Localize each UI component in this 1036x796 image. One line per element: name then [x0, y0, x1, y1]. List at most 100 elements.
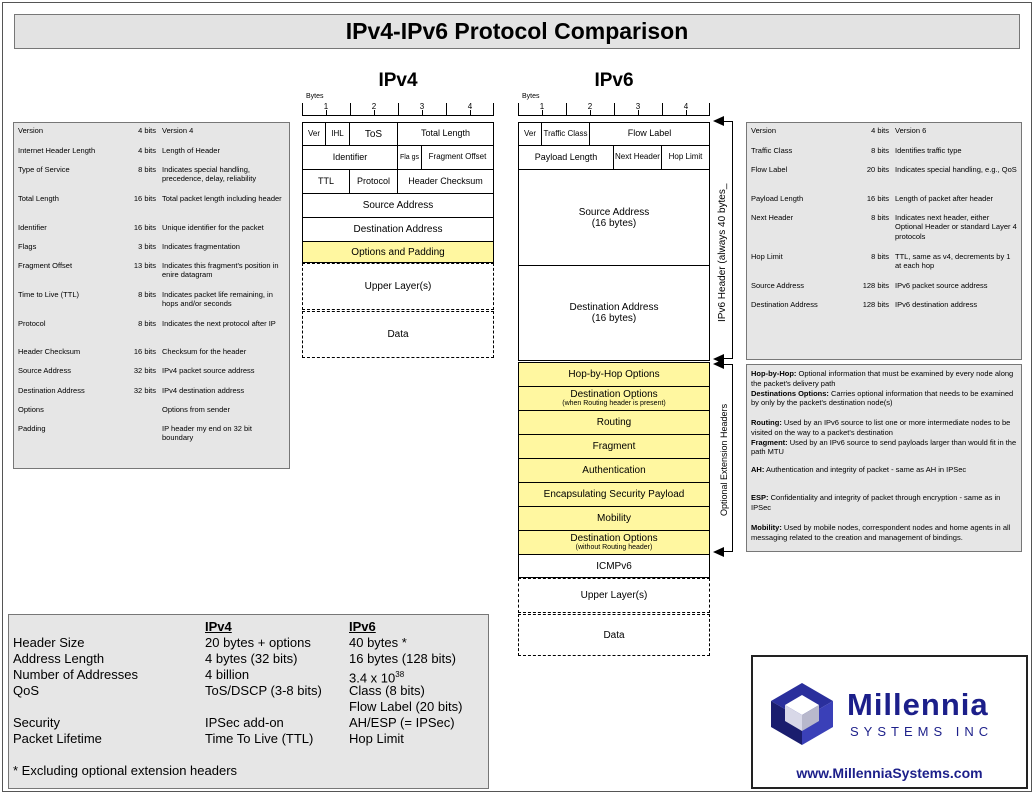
logo-url-link[interactable]: www.MillenniaSystems.com: [796, 765, 983, 781]
ext-note: Mobility: Used by mobile nodes, correspo…: [751, 523, 1017, 543]
ext-headers-bracket-label: Optional Extension Headers: [719, 403, 729, 516]
comparison-ipv4-value-text: 20 bytes + options: [205, 635, 311, 650]
comparison-ipv6-value-text: 3.4 x 10: [349, 670, 396, 686]
field-bits: 8 bits: [871, 213, 889, 222]
ipv6-destination-address-label: Destination Address: [569, 302, 659, 313]
comparison-ipv6-value: 40 bytes *: [349, 635, 407, 651]
ipv6-header-bracket-label: IPv6 Header (always 40 bytes_: [717, 183, 728, 322]
dest-options-label: Destination Options: [570, 389, 658, 401]
ipv6-source-address-label: Source Address: [578, 206, 650, 218]
comparison-ipv4-value-text: IPSec add-on: [205, 715, 284, 730]
field-description: Checksum for the header: [162, 347, 247, 356]
ipv6-esp-cell: Encapsulating Security Payload: [518, 482, 710, 507]
note-term: Mobility:: [751, 523, 782, 532]
ipv6-source-address-size: (16 bytes): [591, 217, 637, 229]
ipv4-data-cell: Data: [302, 311, 494, 358]
comparison-row-label: Number of Addresses: [13, 667, 138, 683]
byte-number: 1: [539, 102, 545, 111]
field-bits: 16 bits: [133, 347, 156, 356]
ext-note: AH: Authentication and integrity of pack…: [751, 465, 1017, 475]
field-description: IPv4 packet source address: [162, 366, 255, 375]
ipv6-ver-cell: Ver: [518, 122, 542, 146]
comparison-row-label: Packet Lifetime: [13, 731, 102, 747]
field-bits: 8 bits: [871, 146, 889, 155]
field-name: Version: [18, 126, 44, 135]
ext-note: Routing: Used by an IPv6 source to list …: [751, 418, 1017, 457]
field-description: Indicates packet life remaining, in hops…: [162, 290, 273, 309]
ext-headers-bracket: [720, 364, 733, 552]
note-term: Destinations Options:: [751, 388, 829, 398]
ipv4-upper-layers-cell: Upper Layer(s): [302, 263, 494, 310]
comparison-ipv6-value: Class (8 bits): [349, 683, 425, 699]
ipv4-heading: IPv4: [378, 70, 418, 91]
comparison-ipv6-value-text: 16 bytes (128 bits): [349, 651, 456, 666]
ipv6-authentication-cell: Authentication: [518, 458, 710, 483]
logo-box: Millennia SYSTEMS INC www.MillenniaSyste…: [751, 655, 1028, 789]
field-description: Unique identifier for the packet: [162, 223, 264, 232]
field-bits: 16 bits: [866, 194, 889, 203]
comparison-panel: [8, 614, 489, 789]
comparison-ipv4-value-text: 4 billion: [205, 667, 250, 682]
note-text: Optional information that must be examin…: [751, 369, 1014, 388]
comparison-ipv6-value: 16 bytes (128 bits): [349, 651, 456, 667]
ipv6-source-address-cell: Source Address (16 bytes): [518, 169, 710, 266]
ipv4-bytes-label: Bytes: [306, 93, 324, 100]
byte-number: 3: [419, 102, 425, 111]
comparison-row-label-text: Packet Lifetime: [13, 731, 102, 746]
ipv6-heading: IPv6: [594, 70, 634, 91]
field-description: Version 6: [895, 126, 927, 135]
field-description: TTL, same as v4, decrements by 1 at each…: [895, 252, 1011, 271]
field-bits: 128 bits: [862, 281, 889, 290]
comparison-ipv4-value: Time To Live (TTL): [205, 731, 313, 747]
comparison-ipv6-value-text: Hop Limit: [349, 731, 404, 746]
comparison-ipv4-value: 4 bytes (32 bits): [205, 651, 298, 667]
field-description: Indicates the next protocol after IP: [162, 319, 276, 328]
comparison-col-ipv6: IPv6: [349, 619, 376, 634]
field-bits: 32 bits: [133, 386, 156, 395]
field-bits: 32 bits: [133, 366, 156, 375]
comparison-row-label-text: Address Length: [13, 651, 105, 666]
ipv4-fragment-offset-cell: Fragment Offset: [421, 145, 494, 170]
ipv4-identifier-cell: Identifier: [302, 145, 398, 170]
field-name: Payload Length: [751, 194, 804, 203]
field-name: Hop Limit: [751, 252, 783, 261]
ipv4-field-panel: [13, 122, 290, 469]
field-description: Version 4: [162, 126, 194, 135]
ipv4-flags-cell: Fla gs: [397, 145, 422, 170]
field-name: Total Length: [18, 194, 59, 203]
field-name: Time to Live (TTL): [18, 290, 79, 299]
ipv4-protocol-cell: Protocol: [349, 169, 398, 194]
field-name: Type of Service: [18, 165, 70, 174]
field-name: Header Checksum: [18, 347, 81, 356]
ipv6-mobility-cell: Mobility: [518, 506, 710, 531]
ipv6-hop-by-hop-cell: Hop-by-Hop Options: [518, 362, 710, 387]
logo-name: Millennia: [847, 687, 989, 722]
field-description: IPv4 destination address: [162, 386, 245, 395]
field-name: Source Address: [751, 281, 804, 290]
ipv6-payload-length-cell: Payload Length: [518, 145, 614, 170]
field-bits: 20 bits: [866, 165, 889, 174]
ipv6-hop-limit-cell: Hop Limit: [661, 145, 710, 170]
ipv6-next-header-cell: Next Header: [613, 145, 662, 170]
ipv6-traffic-class-cell: Traffic Class: [541, 122, 590, 146]
comparison-ipv6-value-text: Class (8 bits): [349, 683, 425, 698]
comparison-ipv4-value: 4 billion: [205, 667, 249, 683]
field-description: Indicates special handling, e.g., QoS: [895, 165, 1017, 174]
field-name: Options: [18, 405, 44, 414]
comparison-ipv6-value: Hop Limit: [349, 731, 404, 747]
byte-number: 1: [323, 102, 329, 111]
comparison-ipv6-value-text: AH/ESP (= IPSec): [349, 715, 455, 730]
ipv6-destination-address-size: (16 bytes): [591, 313, 637, 324]
field-bits: 13 bits: [133, 261, 156, 270]
logo-tagline: SYSTEMS INC: [850, 724, 994, 739]
ext-notes-panel: [746, 364, 1022, 552]
comparison-row-label: Address Length: [13, 651, 104, 667]
comparison-ipv4-value-text: ToS/DSCP (3-8 bits): [205, 683, 322, 698]
arrow-left-icon: [713, 116, 724, 126]
ipv6-data-cell: Data: [518, 614, 710, 656]
comparison-ipv6-value: Flow Label (20 bits): [349, 699, 462, 715]
ext-note: Hop-by-Hop: Optional information that mu…: [751, 369, 1017, 408]
field-bits: 8 bits: [871, 252, 889, 261]
comparison-footnote: * Excluding optional extension headers: [13, 763, 238, 778]
